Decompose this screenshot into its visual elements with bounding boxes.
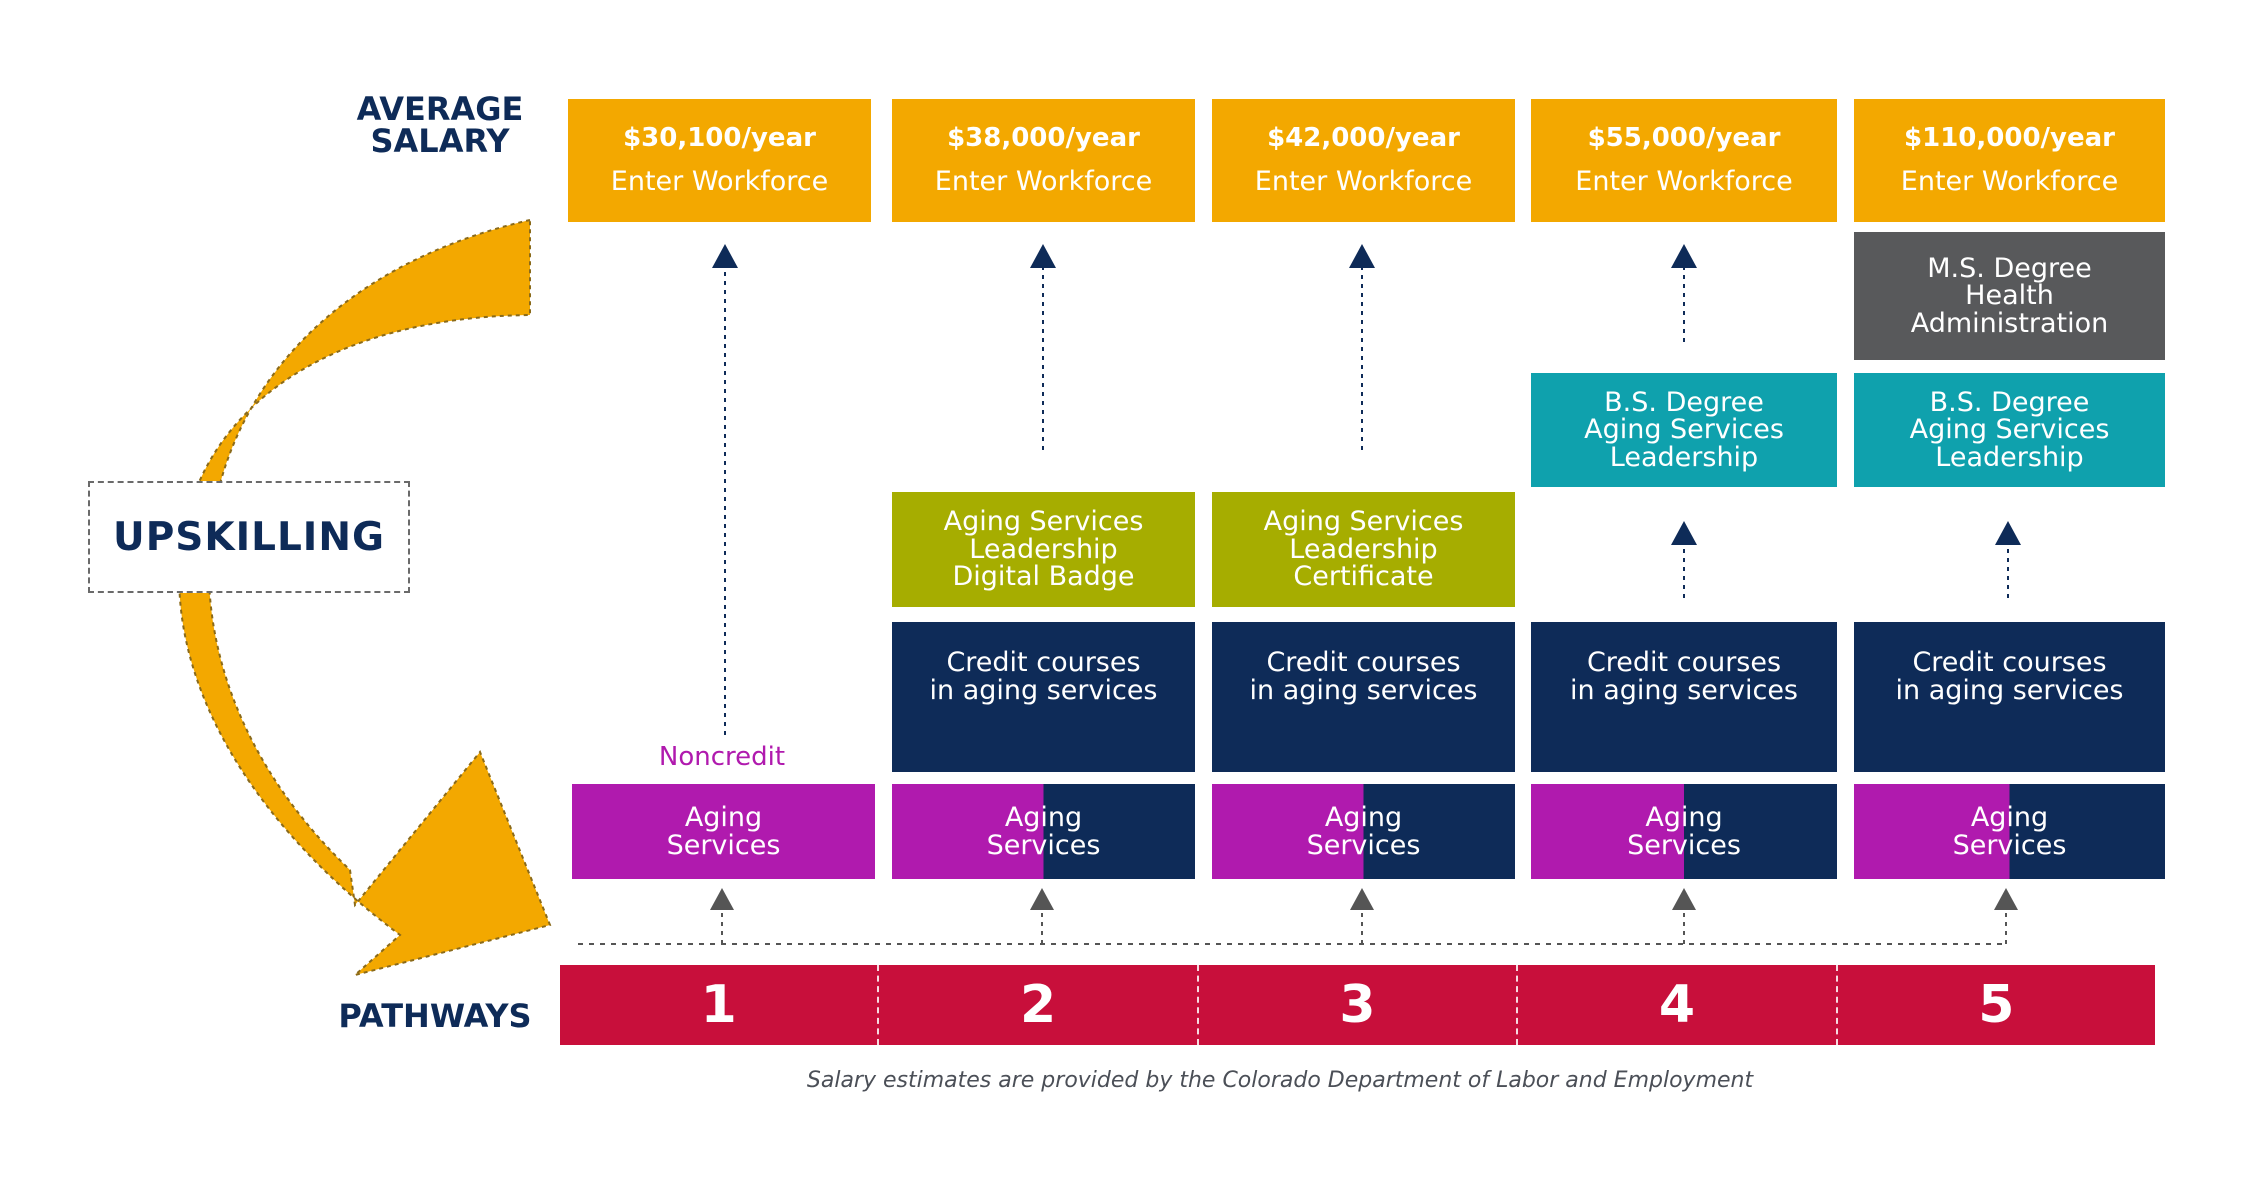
salary-box-5: $110,000/year Enter Workforce <box>1854 99 2165 222</box>
noncredit-label: Noncredit <box>658 742 786 772</box>
salary-amount-3: $42,000/year <box>1267 123 1460 154</box>
aging-services-1-line1: Aging <box>684 801 763 833</box>
digital-badge-line2: Leadership <box>969 533 1118 565</box>
ms-degree-line1: M.S. Degree <box>1927 252 2092 284</box>
credit-courses-5-line1: Credit courses <box>1912 646 2107 678</box>
aging-services-box-5: Aging Services <box>1854 784 2165 879</box>
salary-box-3: $42,000/year Enter Workforce <box>1212 99 1515 222</box>
certificate-line2: Leadership <box>1289 533 1438 565</box>
base-arrows <box>721 908 2007 944</box>
aging-services-4-line2: Services <box>1627 829 1741 861</box>
digital-badge-box: Aging Services Leadership Digital Badge <box>892 492 1195 607</box>
salary-amount-2: $38,000/year <box>947 123 1140 154</box>
credit-courses-3-line1: Credit courses <box>1266 646 1461 678</box>
credit-courses-5-line2: in aging services <box>1895 675 2124 706</box>
bs-degree-box-4: B.S. Degree Aging Services Leadership <box>1531 373 1837 487</box>
bs-degree-4-line1: B.S. Degree <box>1604 386 1764 418</box>
credit-courses-box-3: Credit courses in aging services <box>1212 622 1515 772</box>
credit-courses-box-4: Credit courses in aging services <box>1531 622 1837 772</box>
bs-degree-4-line2: Aging Services <box>1584 414 1784 446</box>
salary-amount-5: $110,000/year <box>1904 123 2115 154</box>
aging-services-5-line2: Services <box>1952 829 2067 861</box>
aging-services-box-1: Aging Services <box>572 784 875 879</box>
average-salary-label-line1: AVERAGE <box>356 90 524 128</box>
credit-courses-2-line2: in aging services <box>929 675 1158 706</box>
pathway-number-4: 4 <box>1516 965 1835 1045</box>
aging-services-1-line2: Services <box>666 829 781 861</box>
pathway-number-1: 1 <box>700 975 737 1035</box>
credit-courses-2-line1: Credit courses <box>946 646 1141 678</box>
salary-outcome-1: Enter Workforce <box>610 165 829 197</box>
bs-degree-5-line3: Leadership <box>1935 441 2084 473</box>
aging-services-4-line1: Aging <box>1645 801 1723 833</box>
certificate-line1: Aging Services <box>1263 506 1464 538</box>
credit-courses-4-line2: in aging services <box>1570 675 1798 706</box>
salary-outcome-4: Enter Workforce <box>1575 165 1793 197</box>
aging-services-3-line1: Aging <box>1324 801 1403 833</box>
aging-services-box-3: Aging Services <box>1212 784 1515 879</box>
credit-courses-3-line2: in aging services <box>1249 675 1478 706</box>
average-salary-label-line2: SALARY <box>370 122 510 160</box>
salary-box-2: $38,000/year Enter Workforce <box>892 99 1195 222</box>
salary-outcome-5: Enter Workforce <box>1900 165 2119 197</box>
certificate-line3: Certificate <box>1293 561 1434 593</box>
pathway-number-2: 2 <box>877 965 1196 1045</box>
bs-degree-4-line3: Leadership <box>1609 441 1759 473</box>
salary-outcome-3: Enter Workforce <box>1254 165 1473 197</box>
upskilling-curved-arrow <box>178 218 552 976</box>
bs-degree-5-line1: B.S. Degree <box>1929 386 2090 418</box>
upskilling-label: UPSKILLING <box>88 481 410 593</box>
aging-services-2-line2: Services <box>986 829 1101 861</box>
pathways-label: PATHWAYS <box>338 997 532 1035</box>
salary-box-4: $55,000/year Enter Workforce <box>1531 99 1837 222</box>
credit-courses-4-line1: Credit courses <box>1586 646 1782 678</box>
salary-outcome-2: Enter Workforce <box>934 165 1153 197</box>
ms-degree-line2: Health <box>1965 280 2054 312</box>
certificate-box: Aging Services Leadership Certificate <box>1212 492 1515 607</box>
salary-amount-4: $55,000/year <box>1587 123 1781 154</box>
bs-degree-5-line2: Aging Services <box>1909 414 2110 446</box>
upgrade-arrowheads <box>712 244 2021 545</box>
pathways-bar: 1 2 3 4 5 <box>560 965 2155 1045</box>
digital-badge-line3: Digital Badge <box>952 561 1135 593</box>
aging-services-3-line2: Services <box>1306 829 1421 861</box>
upgrade-arrows <box>724 266 2009 735</box>
digital-badge-line1: Aging Services <box>943 506 1144 538</box>
aging-services-5-line1: Aging <box>1970 801 2049 833</box>
average-salary-label: AVERAGE SALARY <box>340 93 540 157</box>
credit-courses-box-5: Credit courses in aging services <box>1854 622 2165 772</box>
ms-degree-line3: Administration <box>1910 307 2109 339</box>
salary-amount-1: $30,100/year <box>623 123 816 154</box>
aging-services-box-2: Aging Services <box>892 784 1195 879</box>
pathway-number-5: 5 <box>1835 965 2155 1045</box>
ms-degree-box: M.S. Degree Health Administration <box>1854 232 2165 360</box>
credit-courses-box-2: Credit courses in aging services <box>892 622 1195 772</box>
pathway-number-3: 3 <box>1196 965 1516 1045</box>
aging-services-2-line1: Aging <box>1004 801 1083 833</box>
footnote: Salary estimates are provided by the Col… <box>806 1068 1754 1093</box>
base-arrowheads <box>710 888 2018 910</box>
aging-services-box-4: Aging Services <box>1531 784 1837 879</box>
salary-box-1: $30,100/year Enter Workforce <box>568 99 871 222</box>
bs-degree-box-5: B.S. Degree Aging Services Leadership <box>1854 373 2165 487</box>
